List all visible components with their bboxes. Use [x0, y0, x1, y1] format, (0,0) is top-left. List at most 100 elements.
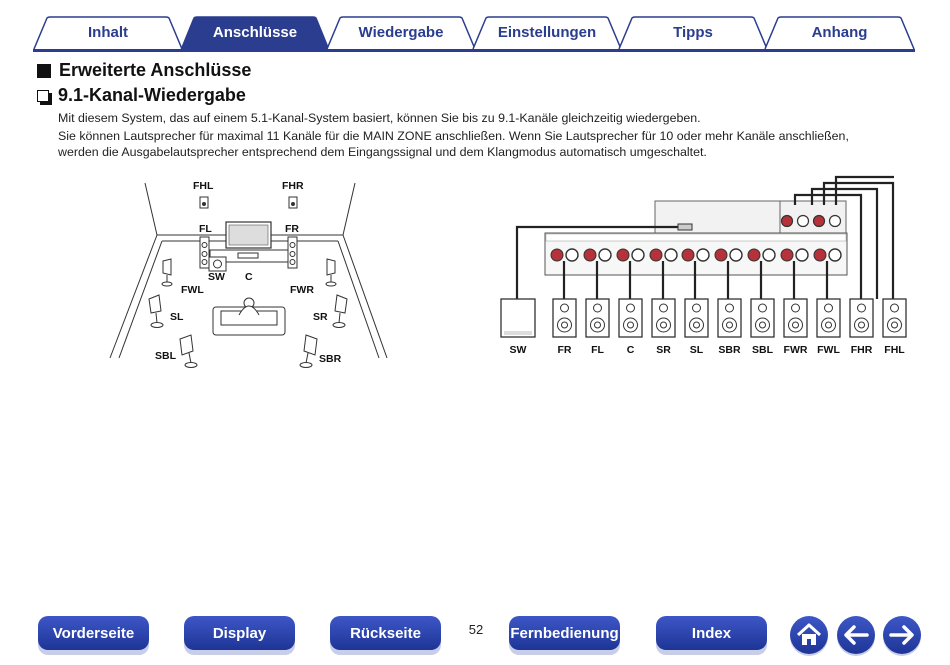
speaker-label: FL	[591, 344, 604, 356]
tab-shape	[618, 16, 768, 49]
label-fwr: FWR	[290, 284, 314, 296]
index-button[interactable]: Index	[656, 616, 767, 650]
tab-baseline	[33, 49, 915, 52]
tweeter-icon	[890, 303, 899, 313]
tab-label: Anhang	[811, 24, 868, 41]
black-terminal	[696, 248, 710, 262]
red-terminal	[780, 248, 794, 262]
tweeter-icon	[593, 303, 602, 313]
receiver-back-panel	[654, 200, 781, 238]
label-sl: SL	[170, 311, 184, 323]
red-terminal	[583, 248, 597, 262]
previous-page-button[interactable]	[837, 616, 875, 654]
woofer-icon	[689, 317, 704, 333]
label-c: C	[245, 271, 253, 283]
speaker-label: C	[627, 344, 635, 356]
woofer-cone-icon	[726, 321, 733, 329]
display-button[interactable]: Display	[184, 616, 295, 650]
red-terminal	[681, 248, 695, 262]
tab-shape	[180, 16, 330, 49]
index-button-label: Index	[691, 624, 732, 642]
speaker-label: SR	[656, 344, 671, 356]
black-terminal	[565, 248, 579, 262]
black-terminal	[828, 248, 842, 262]
black-terminal	[664, 248, 678, 262]
speaker-label: SL	[690, 344, 704, 356]
subsection-title: 9.1-Kanal-Wiedergabe	[58, 85, 246, 105]
tweeter-icon	[791, 303, 800, 313]
hollow-square-bullet-icon	[37, 89, 52, 105]
remote-button[interactable]: Fernbedienung	[509, 616, 620, 650]
speaker-label: SW	[510, 344, 527, 356]
black-terminal	[729, 248, 743, 262]
tab-shape	[764, 16, 915, 49]
tab-inhalt[interactable]: Inhalt	[33, 16, 183, 49]
speaker-label: SBR	[718, 344, 741, 356]
woofer-cone-icon	[627, 321, 634, 329]
tweeter-icon	[692, 303, 701, 313]
home-icon	[796, 623, 822, 645]
subwoofer-plug-icon	[677, 223, 693, 231]
arrow-left-icon	[844, 625, 869, 645]
tweeter-icon	[824, 303, 833, 313]
black-terminal	[762, 248, 776, 262]
body-paragraph: werden die Ausgabelautsprecher entsprech…	[58, 145, 707, 159]
arrow-right-icon	[889, 625, 914, 645]
tab-label: Einstellungen	[497, 24, 597, 41]
red-terminal	[813, 248, 827, 262]
tab-label: Inhalt	[88, 24, 128, 41]
height-cables	[793, 175, 895, 299]
black-terminal	[795, 248, 809, 262]
speaker-layout-diagram: FHL FHR FL FR SW C FWL FWR SL SR SBL SBR	[109, 180, 388, 368]
filled-square-bullet-icon	[37, 63, 51, 78]
red-terminal	[550, 248, 564, 262]
subwoofer-icon	[500, 298, 536, 338]
black-terminal	[598, 248, 612, 262]
back-panel-button[interactable]: Rückseite	[330, 616, 441, 650]
label-sbl: SBL	[155, 350, 177, 362]
speaker-sr	[332, 294, 348, 328]
black-terminal	[631, 248, 645, 262]
tab-label: Wiedergabe	[358, 24, 444, 41]
tab-label: Tipps	[673, 24, 713, 41]
tweeter-icon	[758, 303, 767, 313]
page-number: 52	[468, 622, 484, 637]
prev-button[interactable]: Vorderseite	[38, 616, 149, 650]
tab-bar: Inhalt Anschlüsse Wiedergabe Einstellung…	[33, 16, 915, 52]
tab-tipps[interactable]: Tipps	[618, 16, 768, 49]
label-fr: FR	[285, 223, 299, 235]
tab-einstellungen[interactable]: Einstellungen	[472, 16, 622, 49]
tweeter-icon	[659, 303, 668, 313]
woofer-icon	[854, 317, 869, 333]
terminal-header-strip	[545, 233, 847, 242]
red-terminal	[616, 248, 630, 262]
woofer-cone-icon	[693, 321, 700, 329]
height-terminal	[780, 214, 794, 228]
body-paragraph: Sie können Lautsprecher für maximal 11 K…	[58, 129, 849, 143]
prev-button-label: Vorderseite	[52, 624, 135, 642]
woofer-cone-icon	[825, 321, 832, 329]
tab-wiedergabe[interactable]: Wiedergabe	[326, 16, 476, 49]
label-sbr: SBR	[319, 353, 342, 365]
tab-anhang[interactable]: Anhang	[764, 16, 915, 49]
next-page-button[interactable]	[883, 616, 921, 654]
tab-shape	[326, 16, 476, 49]
woofer-cone-icon	[561, 321, 568, 329]
woofer-icon	[821, 317, 836, 333]
speaker-sl	[148, 294, 164, 328]
speaker-label: FR	[558, 344, 572, 356]
tab-anschluesse[interactable]: Anschlüsse	[180, 16, 330, 49]
woofer-cone-icon	[759, 321, 766, 329]
home-button[interactable]	[790, 616, 828, 654]
label-fl: FL	[199, 223, 212, 235]
remote-button-label: Fernbedienung	[510, 624, 619, 642]
tweeter-icon	[857, 303, 866, 313]
speaker-fl	[199, 236, 210, 269]
red-terminal	[714, 248, 728, 262]
height-terminal	[828, 214, 842, 228]
woofer-cone-icon	[594, 321, 601, 329]
body-paragraph: Mit diesem System, das auf einem 5.1-Kan…	[58, 111, 701, 125]
display-button-label: Display	[212, 624, 267, 642]
